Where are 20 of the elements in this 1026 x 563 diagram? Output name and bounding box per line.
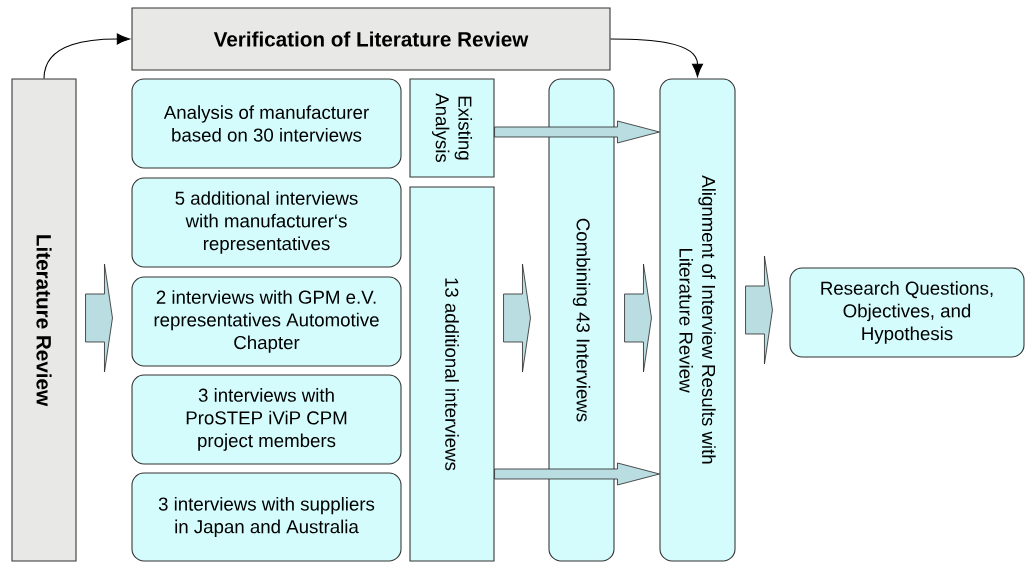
rounded-box: Research Questions, Objectives, and Hypothesis bbox=[789, 267, 1025, 358]
rounded-box: 5 additional interviews with manufacturer‘s representatives bbox=[131, 177, 402, 268]
rounded-box: 2 interviews with GPM e.V. representatives Automotive Chapter bbox=[131, 276, 402, 367]
block-arrow bbox=[494, 120, 660, 144]
rounded-box: 3 interviews with ProSTEP iViP CPM project members bbox=[131, 374, 402, 465]
process-box: Literature Review bbox=[11, 78, 77, 562]
process-box: 13 additional interviews bbox=[409, 186, 495, 562]
process-box: Verification of Literature Review bbox=[131, 7, 611, 71]
block-arrow bbox=[745, 255, 773, 365]
block-arrow bbox=[624, 263, 652, 373]
rounded-box: 3 interviews with suppliers in Japan and Australia bbox=[131, 472, 402, 562]
curved-arrow bbox=[43, 33, 130, 79]
block-arrow bbox=[85, 263, 113, 373]
rounded-box: Combining 43 Interviews bbox=[548, 78, 615, 562]
rounded-box: Analysis of manufacturer based on 30 interviews bbox=[131, 78, 402, 169]
curved-arrow bbox=[610, 38, 704, 77]
rounded-box: Alignment of Interview Results with Literature Review bbox=[659, 78, 736, 562]
block-arrow bbox=[494, 462, 660, 486]
block-arrow bbox=[503, 263, 531, 373]
process-box: Existing Analysis bbox=[409, 78, 495, 178]
